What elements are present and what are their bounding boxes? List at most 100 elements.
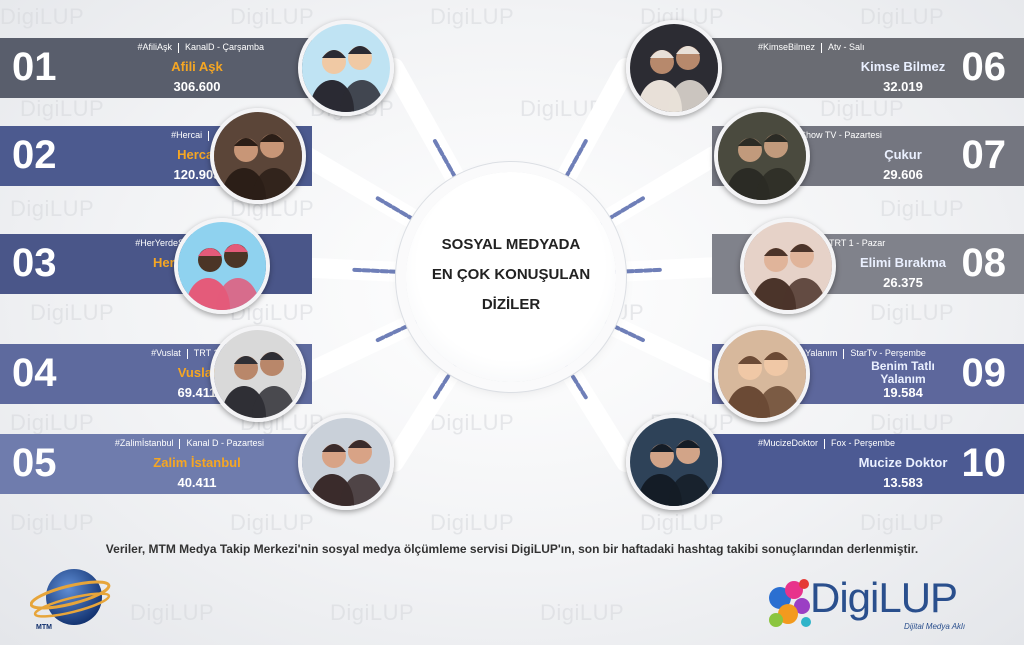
digilup-logo: DigiLUP Dijital Medya Aklı bbox=[766, 574, 1006, 640]
show-mention-count: 69.411 bbox=[177, 385, 217, 400]
show-mention-count: 32.019 bbox=[883, 79, 923, 94]
spoke-accent-3 bbox=[375, 318, 421, 343]
show-name: Mucize Doktor bbox=[858, 455, 948, 470]
mtm-logo-text: MTM bbox=[36, 624, 52, 631]
show-hashtag: #MucizeDoktor bbox=[758, 438, 819, 448]
digilup-tagline: Dijital Medya Aklı bbox=[904, 622, 966, 631]
watermark-text: DigiLUP bbox=[860, 510, 945, 535]
show-name: Vuslat bbox=[177, 365, 217, 380]
rank-number: 02 bbox=[12, 133, 57, 177]
digilup-bubbles-icon bbox=[769, 579, 811, 627]
watermark-text: DigiLUP bbox=[10, 196, 95, 221]
watermark-text: DigiLUP bbox=[330, 600, 415, 625]
show-poster-image bbox=[298, 414, 394, 510]
show-poster-image bbox=[626, 414, 722, 510]
show-meta: #KimseBilmez Atv - Salı bbox=[758, 42, 865, 53]
rank-bar-10: #MucizeDoktor Fox - Perşembe Mucize Dokto… bbox=[712, 434, 1024, 494]
watermark-text: DigiLUP bbox=[430, 410, 515, 435]
show-mention-count: 120.903 bbox=[173, 167, 221, 182]
show-hashtag: #Hercai bbox=[171, 130, 203, 140]
rank-number: 07 bbox=[961, 133, 1007, 177]
show-channel: StarTv - Perşembe bbox=[850, 348, 926, 358]
spoke-accent-9 bbox=[560, 358, 588, 400]
spoke-accent-4 bbox=[432, 358, 461, 400]
show-mention-count: 26.375 bbox=[883, 275, 923, 290]
show-poster-image bbox=[210, 108, 306, 204]
show-name: Çukur bbox=[884, 147, 922, 162]
show-channel: KanalD - Çarşamba bbox=[184, 42, 264, 52]
watermark-text: DigiLUP bbox=[0, 4, 85, 29]
show-name: Elimi Bırakma bbox=[860, 255, 946, 270]
show-poster-image bbox=[298, 20, 394, 116]
spoke-accent-0 bbox=[432, 139, 461, 185]
rank-number: 04 bbox=[12, 351, 57, 395]
show-mention-count: 306.600 bbox=[173, 79, 221, 94]
show-poster-image bbox=[210, 326, 306, 422]
show-meta: #MucizeDoktor Fox - Perşembe bbox=[758, 438, 895, 449]
watermark-text: DigiLUP bbox=[430, 510, 515, 535]
show-hashtag: #KimseBilmez bbox=[758, 42, 816, 52]
watermark-text: DigiLUP bbox=[870, 300, 955, 325]
spoke-accent-6 bbox=[600, 196, 645, 225]
show-poster-image bbox=[714, 108, 810, 204]
center-title-line-3: DİZİLER bbox=[481, 296, 541, 313]
rank-number: 08 bbox=[961, 241, 1007, 285]
watermark-text: DigiLUP bbox=[30, 300, 115, 325]
watermark-text: DigiLUP bbox=[540, 600, 625, 625]
source-note: Veriler, MTM Medya Takip Merkezi'nin sos… bbox=[105, 542, 919, 556]
watermark-text: DigiLUP bbox=[230, 4, 315, 29]
watermark-text: DigiLUP bbox=[20, 96, 105, 121]
rank-number: 03 bbox=[12, 241, 57, 285]
watermark-text: DigiLUP bbox=[640, 510, 725, 535]
rank-number: 09 bbox=[961, 351, 1007, 395]
show-mention-count: 40.411 bbox=[177, 475, 217, 490]
show-channel: TRT 1 - Pazar bbox=[829, 238, 886, 248]
center-title-line-2: EN ÇOK KONUŞULAN bbox=[431, 266, 591, 283]
show-channel: Atv - Salı bbox=[828, 42, 865, 52]
watermark-text: DigiLUP bbox=[230, 510, 315, 535]
rank-number: 01 bbox=[12, 45, 57, 89]
show-name: Afili Aşk bbox=[171, 59, 223, 74]
spoke-accent-5 bbox=[560, 139, 588, 185]
watermark-text: DigiLUP bbox=[10, 510, 95, 535]
rank-number: 10 bbox=[961, 441, 1007, 485]
show-channel: Kanal D - Pazartesi bbox=[186, 438, 264, 448]
show-meta: #AfiliAşk KanalD - Çarşamba bbox=[137, 42, 264, 53]
spoke-accent-2 bbox=[352, 267, 405, 275]
watermark-text: DigiLUP bbox=[820, 96, 905, 121]
watermark-text: DigiLUP bbox=[10, 410, 95, 435]
show-name: Hercai bbox=[177, 147, 217, 162]
show-hashtag: #Vuslat bbox=[151, 348, 181, 358]
show-poster-image bbox=[714, 326, 810, 422]
spoke-accent-8 bbox=[600, 318, 645, 343]
show-hashtag: #AfiliAşk bbox=[137, 42, 172, 52]
watermark-text: DigiLUP bbox=[430, 4, 515, 29]
watermark-text: DigiLUP bbox=[130, 600, 215, 625]
watermark-text: DigiLUP bbox=[870, 410, 955, 435]
show-channel: Fox - Perşembe bbox=[831, 438, 896, 448]
rank-number: 06 bbox=[961, 45, 1007, 89]
show-name: Benim Tatlı Yalanım bbox=[871, 359, 935, 386]
show-poster-image bbox=[626, 20, 722, 116]
digilup-logo-text: DigiLUP bbox=[810, 574, 958, 621]
mtm-logo: MTM bbox=[29, 565, 114, 633]
show-hashtag: #HerYerdeSen bbox=[135, 238, 194, 248]
spoke-accent-1 bbox=[375, 196, 421, 225]
center-title-circle: SOSYAL MEDYADA EN ÇOK KONUŞULAN DİZİLER bbox=[406, 172, 616, 382]
rank-number: 05 bbox=[12, 441, 57, 485]
show-mention-count: 29.606 bbox=[883, 167, 923, 182]
show-poster-image bbox=[740, 218, 836, 314]
show-channel: Show TV - Pazartesi bbox=[800, 130, 882, 140]
show-mention-count: 13.583 bbox=[883, 475, 923, 490]
show-mention-count: 19.584 bbox=[883, 385, 923, 400]
watermark-text: DigiLUP bbox=[860, 4, 945, 29]
show-name: Zalim İstanbul bbox=[153, 455, 241, 470]
center-title-line-1: SOSYAL MEDYADA bbox=[441, 236, 581, 253]
show-poster-image bbox=[174, 218, 270, 314]
spoke-accent-7 bbox=[612, 267, 662, 275]
